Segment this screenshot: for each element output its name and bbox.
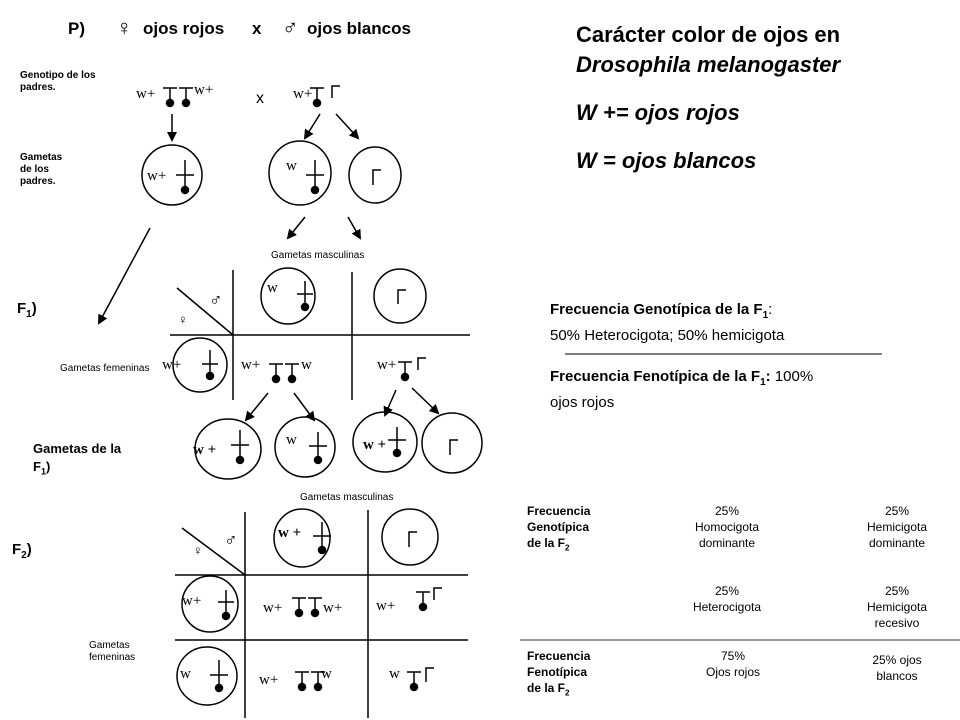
label-f2: F2) <box>12 541 32 561</box>
cross-x: x <box>252 19 262 38</box>
chromosome-centromere-dot <box>181 98 191 108</box>
male-phenotype: ojos blancos <box>307 19 411 38</box>
f1-genotypic-frequency: Frecuencia Genotípica de la F1: 50% Hete… <box>550 301 785 344</box>
f2-cell-homocigota-dominante: 25% Homocigota dominante <box>694 504 760 550</box>
gamete-circle <box>421 412 483 474</box>
gamete-circle <box>381 508 439 566</box>
f1-phenotypic-frequency: Frecuencia Fenotípica de la F1: 100% ojo… <box>550 368 814 411</box>
arrow-to-f1 <box>98 227 151 325</box>
male-symbol: ♂ <box>282 15 299 40</box>
arrow <box>286 216 306 240</box>
allele-label: w+ <box>162 357 182 373</box>
allele-label: w + <box>363 437 387 453</box>
gamete-circle <box>172 337 228 393</box>
gamete-circle <box>352 411 418 473</box>
allele-label: w+ <box>259 672 279 688</box>
gamete-circle <box>268 140 332 206</box>
allele-label: w <box>321 666 332 682</box>
gamete-circle <box>194 418 262 480</box>
allele-label: w <box>267 280 278 296</box>
f2-cell-hemicigota-recesivo: 25% Hemicigota recesivo <box>866 584 928 630</box>
f2-cell-hemicigota-dominante: 25% Hemicigota dominante <box>866 504 928 550</box>
gamete-circle <box>373 268 427 324</box>
female-phenotype: ojos rojos <box>143 19 225 38</box>
f2-phenotypic-label: Frecuencia Fenotípica de la F2 <box>527 649 591 698</box>
gamete-circle <box>348 146 402 204</box>
allele-label: w <box>180 666 191 682</box>
allele-label: w + <box>278 525 302 541</box>
punnett2-female-symbol: ♀ <box>193 543 203 558</box>
allele-label: w+ <box>293 86 313 102</box>
gamete-circle <box>176 646 238 706</box>
f2-cell-ojos-rojos: 75% Ojos rojos <box>705 649 761 679</box>
punnett1-female-symbol: ♀ <box>178 312 188 327</box>
allele-label: w <box>286 432 297 448</box>
allele-label: w+ <box>147 168 167 184</box>
allele-label: w+ <box>377 357 397 373</box>
chromosome-centromere-dot <box>312 98 322 108</box>
punnett1-male-symbol: ♂ <box>209 290 223 310</box>
allele-label: w+ <box>263 600 283 616</box>
arrow <box>347 216 361 240</box>
cross-label: P) <box>68 19 85 38</box>
label-genotipo-padres: Genotipo de los padres. <box>20 70 96 93</box>
f2-cell-ojos-blancos: 25% ojos blancos <box>872 653 922 683</box>
gamete-circle <box>260 267 316 325</box>
arrow <box>335 113 360 140</box>
punnett1-gametas-masculinas: Gametas masculinas <box>271 250 365 261</box>
gamete-circle <box>274 416 336 478</box>
arrow <box>303 113 321 140</box>
label-gametas-f1: Gametas de la F1) <box>33 441 122 477</box>
title-line4: W = ojos blancos <box>576 148 757 173</box>
f2-cell-heterocigota: 25% Heterocigota <box>692 584 762 614</box>
parents-x: x <box>256 90 264 107</box>
allele-label: w <box>301 357 312 373</box>
allele-label: w+ <box>182 593 202 609</box>
label-gametas-padres: Gametas de los padres. <box>20 152 63 187</box>
allele-label: w+ <box>136 86 156 102</box>
allele-label: w <box>389 666 400 682</box>
title-line3: W += ojos rojos <box>576 100 740 125</box>
label-gametas-femeninas-1: Gametas femeninas <box>60 363 150 374</box>
title-line1: Carácter color de ojos en <box>576 22 841 47</box>
allele-label: w+ <box>194 82 214 98</box>
allele-label: w+ <box>376 598 396 614</box>
f2-genotypic-label: Frecuencia Genotípica de la F2 <box>527 504 591 553</box>
label-f1: F1) <box>17 300 37 320</box>
gamete-circle <box>141 144 203 206</box>
gamete-circle <box>273 508 331 568</box>
chromosome-centromere-dot <box>165 98 175 108</box>
allele-label: w+ <box>323 600 343 616</box>
female-symbol: ♀ <box>116 15 133 40</box>
title-line2: Drosophila melanogaster <box>576 52 841 77</box>
allele-label: w + <box>193 442 217 458</box>
punnett2-male-symbol: ♂ <box>224 530 238 550</box>
label-gametas-femeninas-2: Gametas femeninas <box>89 640 136 663</box>
allele-label: w <box>286 158 297 174</box>
allele-label: w+ <box>241 357 261 373</box>
gamete-circle <box>181 575 239 633</box>
punnett2-gametas-masculinas: Gametas masculinas <box>300 492 394 503</box>
